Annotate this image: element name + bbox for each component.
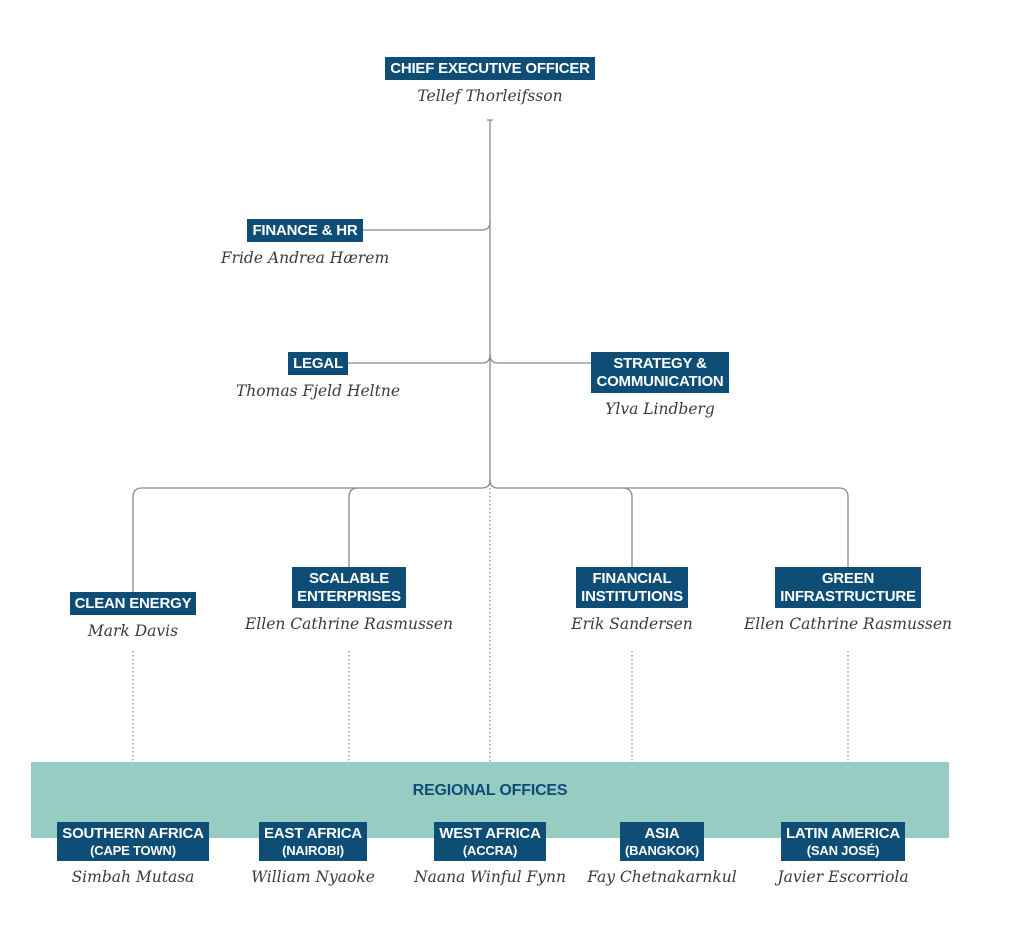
office-person: Fay Chetnakarnkul — [587, 868, 737, 886]
office-title: ASIA (BANGKOK) — [619, 822, 705, 861]
office-east-africa: EAST AFRICA (NAIROBI) William Nyaoke — [223, 822, 403, 886]
department-bus-line-3 — [489, 479, 849, 567]
office-asia: ASIA (BANGKOK) Fay Chetnakarnkul — [572, 822, 752, 886]
department-title-line2: INSTITUTIONS — [581, 588, 683, 605]
office-name: ASIA — [644, 825, 680, 842]
office-title: EAST AFRICA (NAIROBI) — [258, 822, 368, 861]
office-name: WEST AFRICA — [439, 825, 541, 842]
legal-title: LEGAL — [288, 352, 348, 375]
department-title: GREEN INFRASTRUCTURE — [775, 567, 921, 608]
department-green-infrastructure: GREEN INFRASTRUCTURE Ellen Cathrine Rasm… — [728, 567, 968, 633]
department-title: CLEAN ENERGY — [69, 592, 197, 615]
department-bus-line-4 — [621, 487, 633, 567]
legal-node: LEGAL Thomas Fjeld Heltne — [193, 352, 443, 400]
strategy-title-line1: STRATEGY & — [613, 355, 707, 372]
department-person: Ellen Cathrine Rasmussen — [743, 615, 953, 633]
department-bus-line-2 — [348, 487, 359, 567]
finance-title: FINANCE & HR — [247, 219, 363, 242]
office-city: (NAIROBI) — [282, 843, 344, 858]
office-city: (BANGKOK) — [624, 843, 700, 858]
department-title-line2: ENTERPRISES — [297, 588, 401, 605]
strategy-node: STRATEGY & COMMUNICATION Ylva Lindberg — [535, 352, 785, 418]
strategy-branch-line — [489, 354, 603, 364]
office-southern-africa: SOUTHERN AFRICA (CAPE TOWN) Simbah Mutas… — [43, 822, 223, 886]
strategy-title: STRATEGY & COMMUNICATION — [591, 352, 729, 393]
ceo-node: CHIEF EXECUTIVE OFFICER Tellef Thorleifs… — [340, 57, 640, 105]
ceo-title: CHIEF EXECUTIVE OFFICER — [385, 57, 595, 80]
finance-node: FINANCE & HR Fride Andrea Hærem — [180, 219, 430, 267]
legal-person: Thomas Fjeld Heltne — [235, 382, 401, 400]
strategy-person: Ylva Lindberg — [605, 400, 715, 418]
department-title-line1: GREEN — [821, 570, 875, 587]
department-person: Erik Sandersen — [571, 615, 693, 633]
department-title-line2: INFRASTRUCTURE — [780, 588, 916, 605]
department-person: Mark Davis — [87, 622, 179, 640]
office-city: (SAN JOSÉ) — [806, 843, 880, 858]
office-name: EAST AFRICA — [263, 825, 363, 842]
office-person: Javier Escorriola — [777, 868, 909, 886]
department-scalable-enterprises: SCALABLE ENTERPRISES Ellen Cathrine Rasm… — [229, 567, 469, 633]
strategy-title-line2: COMMUNICATION — [596, 373, 724, 390]
office-person: Simbah Mutasa — [71, 868, 195, 886]
department-person: Ellen Cathrine Rasmussen — [244, 615, 454, 633]
department-financial-institutions: FINANCIAL INSTITUTIONS Erik Sandersen — [512, 567, 752, 633]
department-title-line1: SCALABLE — [308, 570, 390, 587]
department-title: FINANCIAL INSTITUTIONS — [576, 567, 688, 608]
office-name: SOUTHERN AFRICA — [62, 825, 204, 842]
office-latin-america: LATIN AMERICA (SAN JOSÉ) Javier Escorrio… — [753, 822, 933, 886]
ceo-person: Tellef Thorleifsson — [417, 87, 563, 105]
office-person: Naana Winful Fynn — [414, 868, 566, 886]
regional-offices-title: REGIONAL OFFICES — [412, 782, 568, 799]
office-city: (CAPE TOWN) — [90, 843, 176, 858]
office-title: WEST AFRICA (ACCRA) — [434, 822, 546, 861]
finance-branch-line — [352, 221, 491, 231]
office-title: SOUTHERN AFRICA (CAPE TOWN) — [57, 822, 209, 861]
department-title-line1: FINANCIAL — [592, 570, 672, 587]
office-person: William Nyaoke — [251, 868, 375, 886]
office-title: LATIN AMERICA (SAN JOSÉ) — [780, 822, 906, 861]
office-name: LATIN AMERICA — [785, 825, 901, 842]
office-west-africa: WEST AFRICA (ACCRA) Naana Winful Fynn — [400, 822, 580, 886]
department-title: SCALABLE ENTERPRISES — [292, 567, 406, 608]
finance-person: Fride Andrea Hærem — [220, 249, 390, 267]
department-bus-line — [132, 479, 491, 592]
office-city: (ACCRA) — [462, 843, 518, 858]
department-clean-energy: CLEAN ENERGY Mark Davis — [13, 592, 253, 640]
